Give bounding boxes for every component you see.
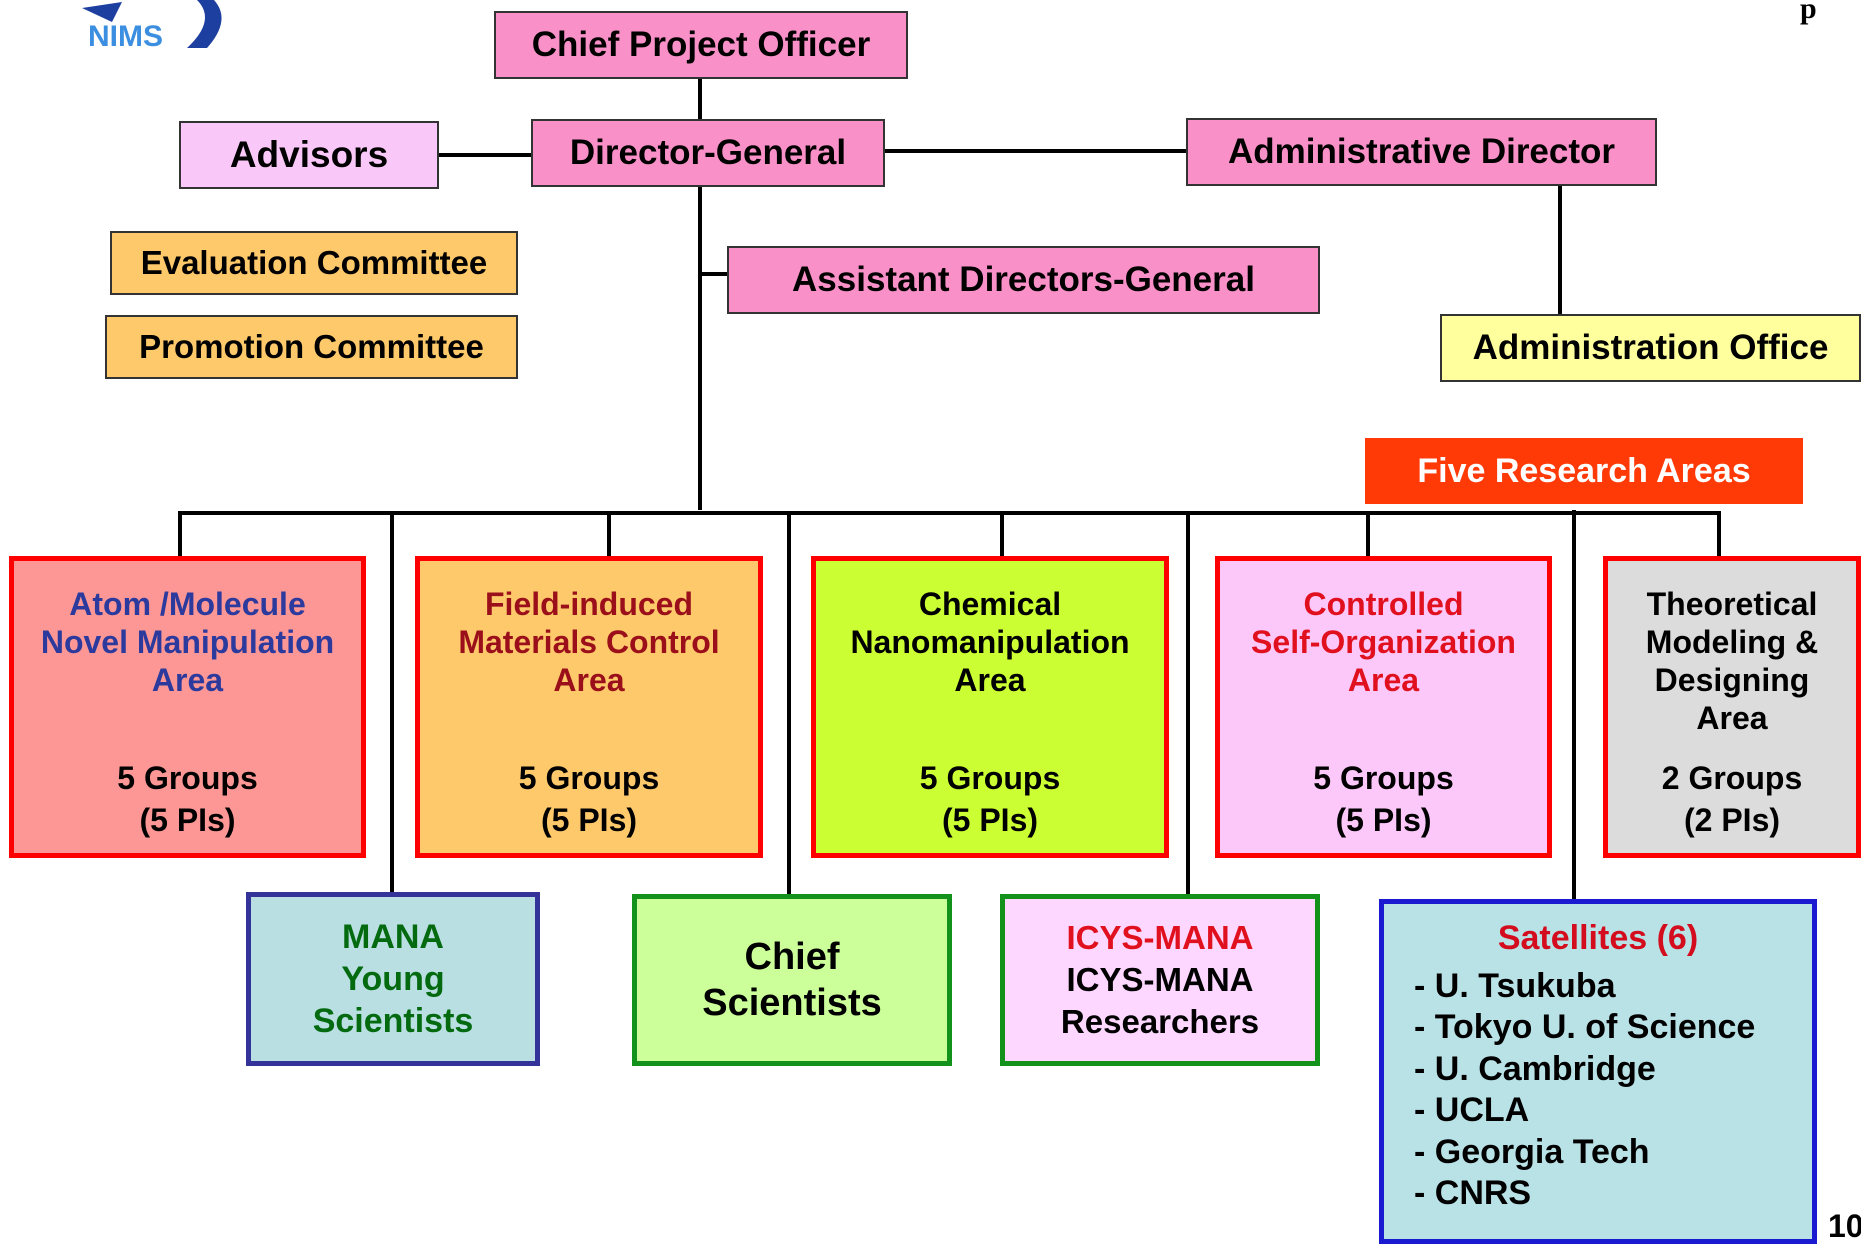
connector-area-1: [178, 511, 182, 557]
area-title-line: Modeling &: [1645, 624, 1819, 660]
icys-mana-box: ICYS-MANA ICYS-MANA Researchers: [1000, 894, 1320, 1066]
administration-office-label: Administration Office: [1472, 328, 1829, 367]
assistant-directors-general-label: Assistant Directors-General: [792, 260, 1255, 299]
area-pi-count: (2 PIs): [1683, 802, 1781, 838]
nims-logo-text: NIMS: [88, 20, 163, 53]
area-title-line: Field-induced: [485, 586, 693, 622]
connector-cpo-dg: [698, 78, 702, 120]
promotion-committee-label: Promotion Committee: [139, 328, 484, 365]
area-title-line: Nanomanipulation: [850, 624, 1130, 660]
area-group-count: 5 Groups: [117, 760, 258, 796]
area-title-line: Atom /Molecule: [69, 586, 306, 622]
satellite-item: - U. Cambridge: [1414, 1049, 1656, 1088]
area-groups: 2 Groups (2 PIs): [1608, 757, 1856, 841]
connector-dg-admin: [883, 149, 1188, 153]
connector-young: [390, 511, 394, 895]
chief-project-officer-box: Chief Project Officer: [494, 11, 908, 79]
satellites-list: - U. Tsukuba - Tokyo U. of Science - U. …: [1414, 966, 1812, 1215]
area-title-line: Materials Control: [458, 624, 720, 660]
satellites-box: Satellites (6) - U. Tsukuba - Tokyo U. o…: [1379, 899, 1817, 1244]
area-title-line: Chemical: [918, 586, 1062, 622]
area-group-count: 5 Groups: [518, 760, 660, 796]
connector-area-3: [1000, 511, 1004, 557]
page-number: 10: [1828, 1208, 1861, 1244]
area-group-count: 5 Groups: [1313, 760, 1454, 796]
advisors-label: Advisors: [229, 134, 389, 175]
icys-line-1: ICYS-MANA: [1066, 919, 1254, 956]
nims-logo: NIMS: [82, 0, 222, 53]
icys-line-3: Researchers: [1060, 1003, 1260, 1040]
area-pi-count: (5 PIs): [1335, 802, 1432, 838]
administrative-director-box: Administrative Director: [1186, 118, 1657, 186]
connector-chief: [787, 511, 791, 897]
area-pi-count: (5 PIs): [941, 802, 1039, 838]
area-title-line: Area: [1696, 700, 1768, 736]
satellite-item: - Tokyo U. of Science: [1414, 1008, 1756, 1046]
satellite-item: - U. Tsukuba: [1414, 966, 1616, 1005]
area-groups: 5 Groups (5 PIs): [816, 757, 1164, 841]
connector-assistant: [698, 272, 728, 276]
promotion-committee-box: Promotion Committee: [105, 315, 518, 379]
area-title-line: Theoretical: [1646, 586, 1818, 622]
connector-area-2: [607, 511, 611, 557]
advisors-box: Advisors: [179, 121, 439, 189]
director-general-box: Director-General: [531, 119, 885, 187]
connector-horizontal-bus: [178, 511, 1721, 515]
area-title-line: Designing: [1654, 662, 1810, 698]
connector-area-5: [1717, 511, 1721, 557]
area-title-line: Controlled: [1303, 586, 1464, 622]
satellites-title: Satellites (6): [1497, 919, 1699, 957]
connector-advisors-dg: [437, 153, 533, 157]
chief-project-officer-label: Chief Project Officer: [531, 25, 871, 64]
director-general-label: Director-General: [569, 133, 847, 172]
area-groups: 5 Groups (5 PIs): [1220, 757, 1547, 841]
evaluation-committee-box: Evaluation Committee: [110, 231, 518, 295]
administrative-director-label: Administrative Director: [1227, 132, 1616, 171]
chief-line-1: Chief: [744, 936, 840, 978]
corner-text: p: [1800, 0, 1817, 25]
area-title-line: Novel Manipulation: [40, 624, 335, 660]
area-title-line: Area: [151, 662, 224, 698]
area-title-line: Self-Organization: [1251, 624, 1516, 660]
young-line-1: MANA: [342, 918, 444, 956]
five-research-areas-label: Five Research Areas: [1417, 451, 1751, 490]
chief-line-2: Scientists: [702, 982, 882, 1024]
satellite-item: - UCLA: [1414, 1091, 1530, 1129]
mana-young-scientists-box: MANA Young Scientists: [246, 892, 540, 1066]
young-line-3: Scientists: [312, 1002, 474, 1040]
administration-office-box: Administration Office: [1440, 314, 1861, 382]
area-title-line: Area: [954, 662, 1026, 698]
icys-line-2: ICYS-MANA: [1066, 961, 1254, 998]
assistant-directors-general-box: Assistant Directors-General: [727, 246, 1320, 314]
area-group-count: 2 Groups: [1661, 760, 1803, 796]
connector-area-4: [1366, 511, 1370, 557]
area-title-line: Area: [553, 662, 625, 698]
satellite-item: - Georgia Tech: [1414, 1132, 1650, 1171]
area-groups: 5 Groups (5 PIs): [14, 757, 361, 841]
area-title-line: Area: [1347, 662, 1420, 698]
five-research-areas-banner: Five Research Areas: [1365, 438, 1803, 504]
chief-scientists-box: Chief Scientists: [632, 894, 952, 1066]
satellite-item: - CNRS: [1414, 1174, 1532, 1212]
connector-icys: [1186, 511, 1190, 897]
connector-trunk: [698, 187, 702, 510]
connector-admin-office: [1558, 185, 1562, 315]
area-pi-count: (5 PIs): [139, 802, 236, 838]
area-groups: 5 Groups (5 PIs): [420, 757, 758, 841]
connector-satellites: [1572, 510, 1576, 902]
young-line-2: Young: [341, 960, 445, 998]
area-group-count: 5 Groups: [919, 760, 1061, 796]
area-pi-count: (5 PIs): [540, 802, 638, 838]
evaluation-committee-label: Evaluation Committee: [140, 244, 488, 281]
